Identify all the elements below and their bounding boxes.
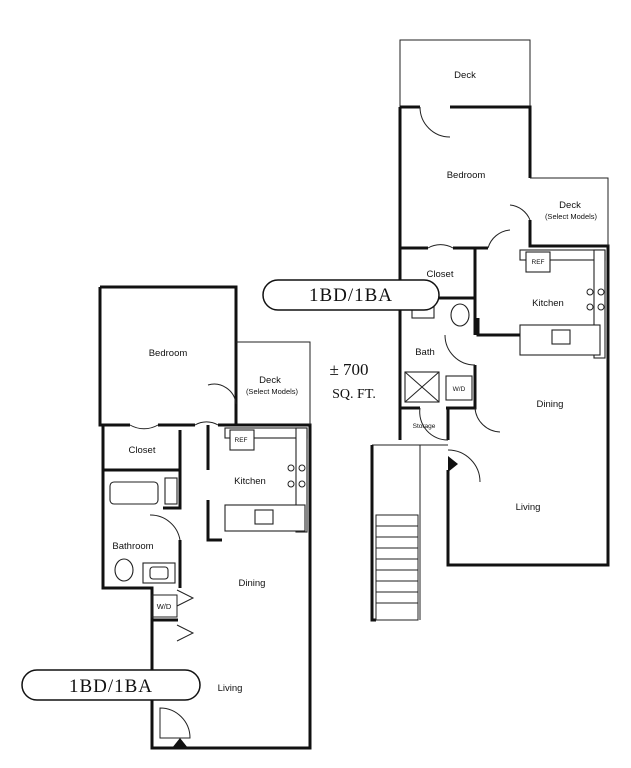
- sqft-value: ± 700: [329, 360, 368, 379]
- label-deck-top-b: Deck: [454, 70, 476, 81]
- label-bedroom-b: Bedroom: [447, 170, 486, 181]
- label-dining-b: Dining: [537, 399, 564, 410]
- plan-a-badge: 1BD/1BA: [21, 669, 201, 701]
- label-wd-a: W/D: [157, 602, 172, 611]
- label-bedroom-a: Bedroom: [149, 348, 188, 359]
- label-deck-b: Deck: [559, 200, 581, 211]
- plan-b-labels: Deck Bedroom Deck (Select Models) Closet…: [413, 70, 598, 513]
- label-living-a: Living: [218, 683, 243, 694]
- label-ref-b: REF: [532, 259, 545, 266]
- label-bath-b: Bath: [415, 347, 435, 358]
- label-bathroom-a: Bathroom: [112, 541, 153, 552]
- sqft-unit: SQ. FT.: [332, 387, 376, 402]
- floor-plan-a: [98, 285, 312, 750]
- label-deck-note-a: (Select Models): [246, 387, 299, 396]
- label-wd-b: W/D: [453, 386, 466, 393]
- label-closet-a: Closet: [129, 445, 156, 456]
- label-closet-b: Closet: [427, 269, 454, 280]
- plan-a-badge-text: 1BD/1BA: [69, 676, 153, 697]
- label-kitchen-b: Kitchen: [532, 298, 564, 309]
- label-ref-a: REF: [235, 437, 248, 444]
- label-storage-b: Storage: [413, 423, 436, 430]
- label-dining-a: Dining: [239, 578, 266, 589]
- stove-burners-b: [586, 288, 605, 311]
- plan-b-badge-text: 1BD/1BA: [309, 285, 393, 306]
- stove-burners: [287, 464, 306, 488]
- square-footage: ± 700 SQ. FT.: [329, 360, 375, 402]
- label-living-b: Living: [516, 502, 541, 513]
- plan-a-labels: Bedroom Deck (Select Models) Closet REF …: [112, 348, 298, 694]
- stair-treads: [375, 514, 419, 621]
- label-deck-a: Deck: [259, 375, 281, 386]
- label-deck-note-b: (Select Models): [545, 212, 598, 221]
- floor-plan-b: [370, 39, 610, 622]
- label-kitchen-a: Kitchen: [234, 476, 266, 487]
- plan-b-badge: 1BD/1BA: [262, 279, 440, 311]
